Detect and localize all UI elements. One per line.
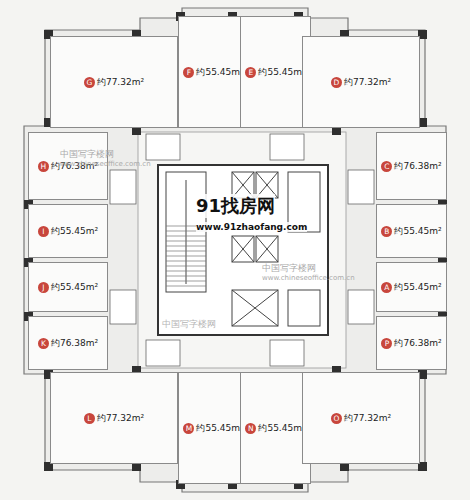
- unit-letter: O: [331, 413, 342, 424]
- unit-letter: H: [38, 161, 49, 172]
- building-outline: [24, 8, 446, 492]
- office-unit: F约55.45m²: [178, 16, 249, 128]
- stair-tread: [166, 241, 206, 242]
- unit-area: 约55.45m²: [196, 422, 243, 435]
- unit-label: M约55.45m²: [181, 422, 245, 435]
- unit-label: O约77.32m²: [329, 412, 393, 425]
- unit-area: 约76.38m²: [394, 160, 441, 173]
- office-unit: G约77.32m²: [50, 36, 178, 128]
- office-unit: D约77.32m²: [302, 36, 420, 128]
- unit-letter: C: [381, 161, 392, 172]
- stair-tread: [166, 281, 206, 282]
- unit-area: 约77.32m²: [97, 76, 144, 89]
- office-unit: B约55.45m²: [376, 204, 447, 258]
- faint-watermark: 中国写字楼网: [162, 318, 216, 331]
- unit-area: 约55.45m²: [196, 66, 243, 79]
- office-unit: O约77.32m²: [302, 372, 420, 464]
- faint-watermark: www.chineseoffice.com.cn: [262, 274, 355, 282]
- unit-area: 约55.45m²: [258, 66, 305, 79]
- office-unit: E约55.45m²: [240, 16, 311, 128]
- stair-rail: [186, 180, 187, 284]
- unit-label: A约55.45m²: [379, 281, 443, 294]
- unit-area: 约55.45m²: [394, 281, 441, 294]
- unit-label: C约76.38m²: [379, 160, 443, 173]
- unit-area: 约77.32m²: [344, 412, 391, 425]
- stair-tread: [166, 286, 206, 287]
- faint-watermark: www.chineseoffice.com.cn: [58, 160, 151, 168]
- faint-watermark: 中国写字楼网: [262, 262, 316, 275]
- stairs: [166, 172, 206, 292]
- unit-area: 约55.45m²: [394, 225, 441, 238]
- unit-letter: G: [84, 77, 95, 88]
- unit-label: N约55.45m²: [243, 422, 307, 435]
- unit-label: J约55.45m²: [36, 281, 100, 294]
- unit-label: B约55.45m²: [379, 225, 443, 238]
- unit-letter: E: [245, 67, 256, 78]
- office-unit: M约55.45m²: [178, 372, 249, 484]
- stair-tread: [166, 256, 206, 257]
- unit-letter: I: [38, 226, 49, 237]
- unit-area: 约55.45m²: [51, 225, 98, 238]
- unit-area: 约76.38m²: [394, 337, 441, 350]
- unit-label: P约76.38m²: [379, 337, 443, 350]
- unit-area: 约77.32m²: [97, 412, 144, 425]
- unit-letter: P: [381, 338, 392, 349]
- unit-letter: M: [183, 423, 194, 434]
- unit-label: F约55.45m²: [181, 66, 245, 79]
- stair-tread: [166, 251, 206, 252]
- unit-label: L约77.32m²: [82, 412, 146, 425]
- site-watermark: 91找房网: [196, 194, 275, 218]
- stair-tread: [166, 246, 206, 247]
- stair-tread: [166, 271, 206, 272]
- office-unit: A约55.45m²: [376, 262, 447, 312]
- unit-area: 约76.38m²: [51, 337, 98, 350]
- unit-label: G约77.32m²: [82, 76, 146, 89]
- unit-letter: D: [331, 77, 342, 88]
- office-unit: N约55.45m²: [240, 372, 311, 484]
- office-unit: J约55.45m²: [28, 262, 108, 312]
- unit-label: I约55.45m²: [36, 225, 100, 238]
- toilets: [110, 134, 374, 366]
- office-unit: C约76.38m²: [376, 132, 447, 200]
- unit-letter: A: [381, 282, 392, 293]
- unit-label: E约55.45m²: [243, 66, 307, 79]
- stair-tread: [166, 266, 206, 267]
- unit-letter: F: [183, 67, 194, 78]
- unit-letter: N: [245, 423, 256, 434]
- stair-tread: [166, 276, 206, 277]
- faint-watermark: 中国写字楼网: [60, 148, 114, 161]
- unit-letter: J: [38, 282, 49, 293]
- corridor: [138, 132, 346, 368]
- office-unit: K约76.38m²: [28, 316, 108, 370]
- stair-well: [166, 172, 206, 292]
- office-unit: L约77.32m²: [50, 372, 178, 464]
- unit-area: 约55.45m²: [51, 281, 98, 294]
- unit-label: K约76.38m²: [36, 337, 100, 350]
- unit-area: 约77.32m²: [344, 76, 391, 89]
- unit-letter: K: [38, 338, 49, 349]
- stair-tread: [166, 236, 206, 237]
- unit-area: 约55.45m²: [258, 422, 305, 435]
- unit-letter: B: [381, 226, 392, 237]
- columns: [24, 12, 447, 489]
- stair-tread: [166, 261, 206, 262]
- office-unit: P约76.38m²: [376, 316, 447, 370]
- office-unit: I约55.45m²: [28, 204, 108, 258]
- unit-letter: L: [84, 413, 95, 424]
- site-watermark: www.91zhaofang.com: [196, 222, 307, 232]
- core: [158, 165, 328, 335]
- unit-label: D约77.32m²: [329, 76, 393, 89]
